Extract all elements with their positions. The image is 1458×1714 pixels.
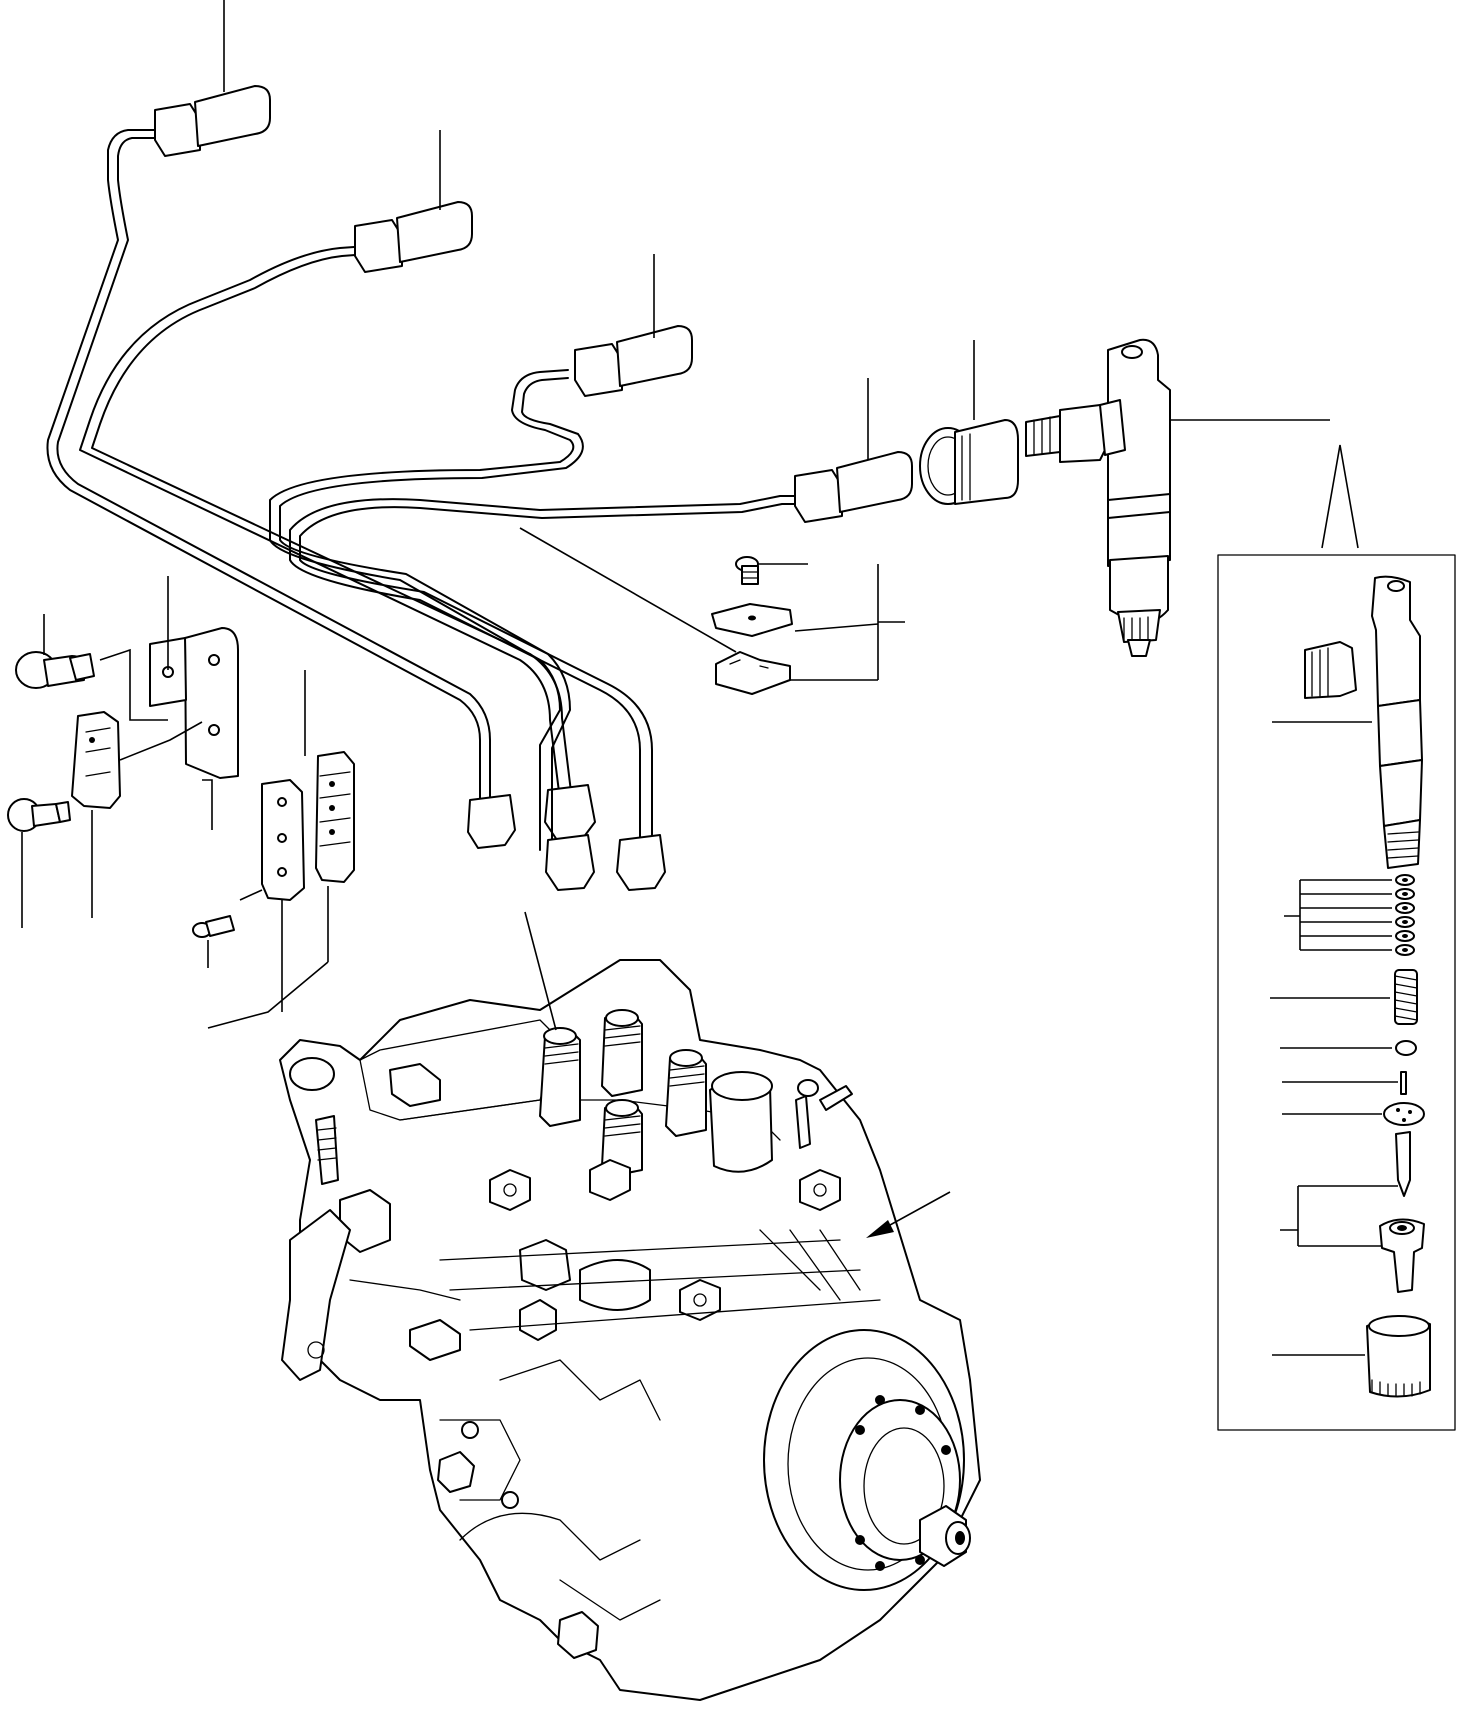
line-clamp-set [192,670,355,1029]
spring [1394,969,1418,1025]
line-clamp-screw [192,915,235,938]
leader-line-to-clip [519,527,737,653]
gasket-seat [919,419,1019,505]
inset-leaders [1270,721,1398,1356]
fuel-injection-pump [279,959,981,1701]
spring-seat [1395,1040,1417,1056]
pump-top-fittings [289,1057,853,1185]
pump-bolts [339,1159,841,1361]
line-2-fitting [396,201,473,263]
connector-fitting [1025,404,1111,463]
delivery-valve-holders [539,1009,707,1177]
clamp-bracket [7,576,239,928]
shim-stack [1395,874,1415,956]
line-1-lower-nut [467,794,516,849]
pin [1400,1071,1407,1095]
nozzle-body [1379,1218,1425,1293]
line-3-lower-nut [545,834,595,891]
inset-pointer [1321,444,1359,549]
line-3-fitting [616,325,693,387]
pump-connection-leaders [524,911,951,1238]
line-clamp-plate-front [261,779,305,901]
pump-governor-lever [281,1209,461,1381]
line-4-nut [794,469,843,523]
line-4-fitting [836,451,913,513]
pump-drive-flange [763,1329,971,1591]
clip-upper [711,603,793,637]
injection-line-3 [269,325,693,891]
line-2-nut [354,219,403,273]
clip-clamp-set [519,527,905,695]
callout-leaders-top [223,0,975,460]
nozzle-holder-assembly [1099,338,1171,657]
line-1-nut [154,103,201,157]
bracket-bolt-upper [15,651,95,689]
bracket-clamp [71,711,121,809]
nozzle-holder-detail-inset [1217,554,1456,1431]
nozzle-needle [1395,1131,1411,1197]
line-1-fitting [194,85,271,147]
line-clamp-plate-rear [315,751,355,883]
clip-lower [715,651,791,695]
line-3-nut [574,343,623,397]
injection-line-4 [289,451,913,891]
injection-line-1 [46,85,516,849]
pump-body-ribs [437,1229,881,1659]
injection-line-2 [79,201,596,841]
bracket-bolt-lower [7,798,71,832]
injection-lines [46,85,913,891]
retaining-nut [1366,1315,1431,1398]
bracket-plate [149,627,239,779]
spacer-disk [1383,1102,1425,1126]
clip-bolt [735,556,759,585]
line-4-lower-nut [616,834,666,891]
